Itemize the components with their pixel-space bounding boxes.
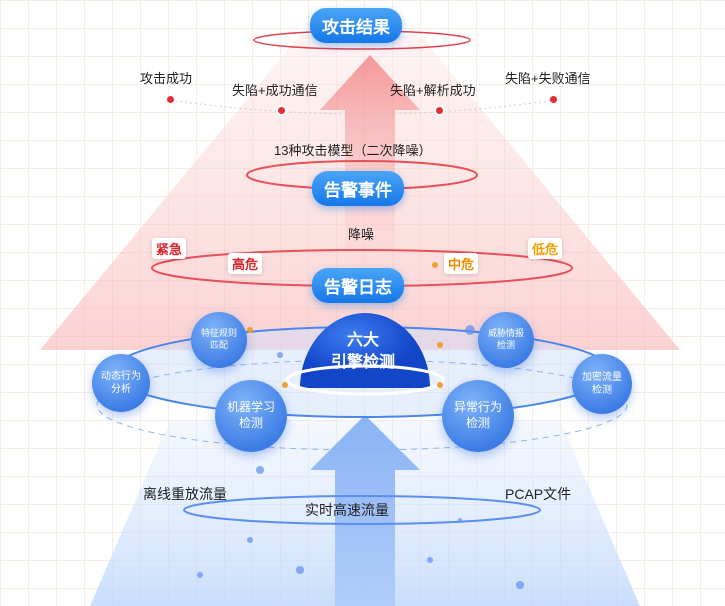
- level-critical: 紧急: [152, 238, 187, 259]
- result-compromised-comm-fail: 失陷+失败通信: [505, 71, 591, 86]
- engine-threat-intel: 威胁情报检测: [478, 312, 534, 368]
- result-compromised-comm-success: 失陷+成功通信: [232, 83, 318, 98]
- engine-title: 六大 引擎检测: [331, 330, 395, 375]
- level-low: 低危: [528, 238, 563, 259]
- up-arrow-blue: [310, 415, 420, 606]
- result-attack-success: 攻击成功: [140, 71, 193, 86]
- engine-title-line1: 六大: [347, 332, 380, 349]
- alert-logs-title: 告警日志: [312, 268, 404, 303]
- engine-encrypted-traffic: 加密流量检测: [572, 354, 632, 414]
- source-offline-replay: 离线重放流量: [143, 486, 227, 502]
- result-dot: [436, 107, 443, 114]
- denoise-label: 降噪: [348, 227, 375, 242]
- level-medium: 中危: [444, 253, 479, 274]
- attack-models-label: 13种攻击模型（二次降噪）: [274, 143, 432, 158]
- result-dot: [550, 96, 557, 103]
- engine-anomaly-behavior: 异常行为检测: [442, 380, 514, 452]
- source-realtime: 实时高速流量: [305, 502, 389, 518]
- alert-events-title: 告警事件: [312, 171, 404, 206]
- result-compromised-resolve-success: 失陷+解析成功: [390, 83, 476, 98]
- engine-title-line2: 引擎检测: [331, 354, 396, 372]
- engine-signature: 特征规则匹配: [191, 312, 247, 368]
- result-dot: [278, 107, 285, 114]
- source-pcap: PCAP文件: [505, 486, 572, 502]
- level-high: 高危: [228, 253, 263, 274]
- attack-result-title: 攻击结果: [310, 8, 402, 43]
- engine-machine-learning: 机器学习检测: [215, 380, 287, 452]
- engine-dynamic-behavior: 动态行为分析: [92, 354, 150, 412]
- result-dot: [167, 96, 174, 103]
